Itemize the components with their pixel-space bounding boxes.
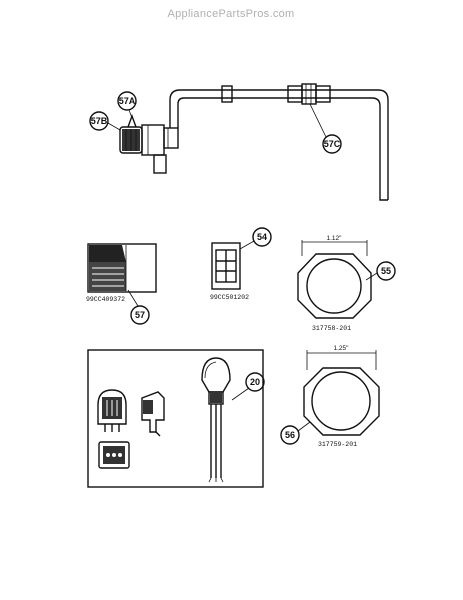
part-number-56: 317759-201 (318, 441, 357, 448)
svg-text:57C: 57C (324, 139, 341, 149)
compression-sleeve (301, 83, 317, 105)
part-54-sleeve (211, 242, 241, 290)
tube-union-nut (221, 85, 233, 103)
callout-57c[interactable]: 57C (309, 103, 342, 154)
svg-text:55: 55 (381, 266, 391, 276)
valve-outlet (153, 154, 167, 174)
svg-text:57B: 57B (91, 116, 108, 126)
watermark-text: AppliancePartsPros.com (167, 8, 294, 20)
dimension-55: 1.12" (327, 235, 343, 242)
svg-text:56: 56 (285, 430, 295, 440)
compression-fitting (287, 85, 303, 103)
valve-tube-assembly (119, 83, 389, 201)
water-tube-inner (177, 97, 388, 201)
valve-body (141, 124, 165, 156)
elbow-fitting (163, 127, 179, 149)
part-number-57: 99CC409372 (86, 296, 125, 303)
part-56-hex-nut (303, 350, 380, 436)
part-55-hex-nut (297, 240, 372, 319)
compression-nut (315, 85, 331, 103)
svg-text:54: 54 (257, 232, 267, 242)
callout-55[interactable]: 55 (365, 261, 396, 281)
svg-text:57A: 57A (119, 96, 136, 106)
callout-57[interactable]: 57 (127, 289, 150, 325)
callout-54[interactable]: 54 (239, 227, 272, 250)
water-tube (169, 89, 389, 200)
dimension-56: 1.25" (334, 345, 350, 352)
part-number-55: 317758-201 (312, 325, 351, 332)
callout-20[interactable]: 20 (231, 372, 265, 401)
part-20-wiring-harness (87, 349, 264, 488)
valve-terminal (127, 113, 137, 128)
part-number-54: 99CC501202 (210, 294, 249, 301)
svg-text:20: 20 (250, 377, 260, 387)
svg-text:57: 57 (135, 310, 145, 320)
part-57-fitting (87, 243, 157, 293)
callout-57b[interactable]: 57B (89, 111, 121, 131)
callout-57a[interactable]: 57A (117, 91, 137, 119)
callout-56[interactable]: 56 (280, 421, 311, 445)
